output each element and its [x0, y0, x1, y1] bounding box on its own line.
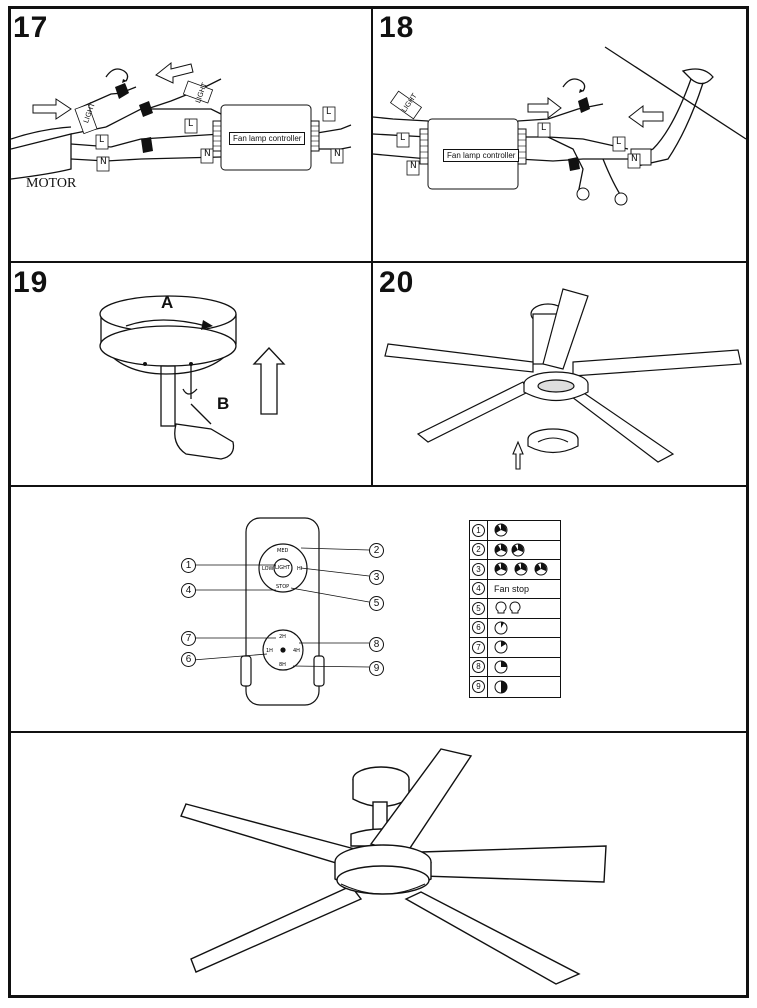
timer-2h-label: 2H — [279, 634, 286, 640]
timer-4h-icon — [494, 660, 508, 674]
divider-row2 — [10, 485, 747, 487]
step-19-panel: 19 A B — [11, 264, 370, 484]
fan-med-icon — [494, 543, 525, 557]
legend-num: 7 — [472, 640, 485, 654]
legend-num: 1 — [472, 523, 485, 537]
legend-row: 2 — [470, 540, 560, 560]
label-a: A — [161, 293, 174, 312]
legend-fan-stop-text: Fan stop — [494, 583, 530, 594]
wire-n-label: N — [100, 157, 107, 167]
wire-n-label: N — [334, 149, 341, 159]
timer-1h-label: 1H — [266, 648, 273, 654]
canopy-diagram — [99, 295, 286, 460]
divider-row1 — [10, 261, 747, 263]
step-20-panel: 20 — [373, 264, 746, 484]
ceiling-fan-illustration — [180, 748, 607, 985]
timer-8h-label: 8H — [279, 662, 286, 668]
fan-installed-diagram — [384, 288, 742, 470]
wire-l-label: L — [326, 107, 332, 117]
wiring-diagram-17 — [11, 61, 352, 180]
legend-row: 8 — [470, 657, 560, 677]
step-number: 20 — [379, 266, 415, 299]
final-fan-panel — [11, 734, 746, 996]
label-b: B — [217, 394, 230, 413]
callout-8: 8 — [369, 637, 384, 652]
legend-num: 3 — [472, 562, 485, 576]
legend-num: 4 — [472, 582, 485, 596]
legend-row: 5 — [470, 599, 560, 619]
timer-8h-icon — [494, 680, 508, 694]
wire-n-label: N — [410, 161, 417, 171]
legend-row: 7 — [470, 638, 560, 658]
step-number: 19 — [13, 266, 49, 299]
callout-2: 2 — [369, 543, 384, 558]
motor-label: MOTOR — [26, 176, 77, 191]
step-number: 18 — [379, 11, 415, 44]
med-button-label: MED — [277, 548, 288, 554]
step-number: 17 — [13, 11, 49, 44]
low-button-label: LOW — [262, 566, 274, 572]
legend-num: 5 — [472, 601, 485, 615]
page-frame — [8, 6, 749, 998]
callout-3: 3 — [369, 570, 384, 585]
callout-5: 5 — [369, 596, 384, 611]
legend-row: 1 — [470, 521, 560, 541]
wire-n-label: N — [204, 149, 211, 159]
remote-panel: MED LOW HI LIGHT STOP 2H 1H 4H 8H 1 2 3 … — [11, 488, 746, 730]
legend-row: 3 — [470, 560, 560, 580]
wire-l-label: L — [400, 133, 406, 143]
legend-num: 2 — [472, 543, 485, 557]
wire-l-label: L — [541, 123, 547, 133]
callout-4: 4 — [181, 583, 196, 598]
callout-1: 1 — [181, 558, 196, 573]
light-button-label: LIGHT — [275, 565, 291, 571]
callout-6: 6 — [181, 652, 196, 667]
legend-num: 6 — [472, 621, 485, 635]
light-bulb-icon — [495, 601, 521, 614]
wire-l-label: L — [99, 135, 105, 145]
wire-n-label: N — [631, 154, 638, 164]
remote-diagram: MED LOW HI LIGHT STOP 2H 1H 4H 8H — [192, 517, 370, 706]
stop-button-label: STOP — [276, 584, 289, 590]
step-18-panel: 18 — [373, 9, 746, 260]
hi-button-label: HI — [297, 566, 302, 572]
callout-9: 9 — [369, 661, 384, 676]
wire-l-label: L — [188, 119, 194, 129]
controller-label: Fan lamp controller — [443, 149, 520, 162]
wiring-diagram-18 — [373, 46, 746, 206]
wire-l-label: L — [616, 137, 622, 147]
legend-row: 6 — [470, 618, 560, 638]
legend-num: 9 — [472, 680, 485, 694]
divider-row3 — [10, 731, 747, 733]
controller-label: Fan lamp controller — [229, 132, 306, 145]
timer-4h-label: 4H — [293, 648, 300, 654]
legend-row: 9 — [470, 677, 560, 697]
callout-7: 7 — [181, 631, 196, 646]
legend-num: 8 — [472, 660, 485, 674]
step-17-panel: 17 — [11, 9, 370, 260]
legend-row: 4 Fan stop — [470, 579, 560, 599]
fan-low-icon — [494, 523, 508, 537]
timer-2h-icon — [494, 640, 508, 654]
remote-legend-table: 1 2 3 4 Fan stop 5 6 7 8 9 — [469, 520, 561, 698]
fan-high-icon — [494, 562, 548, 576]
divider-col-top — [371, 9, 373, 486]
timer-1h-icon — [494, 621, 508, 635]
